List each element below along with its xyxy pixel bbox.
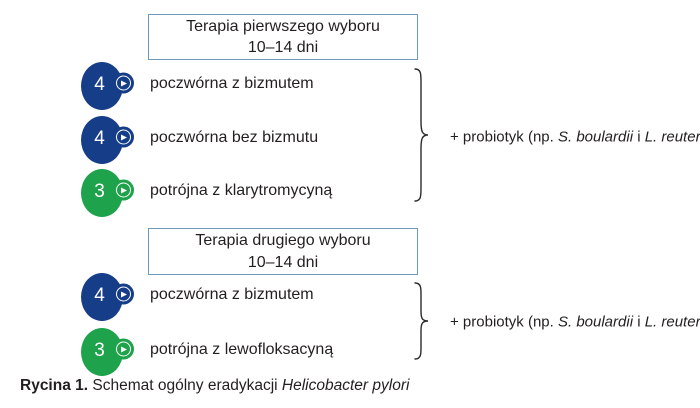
play-icon-ring <box>116 75 131 91</box>
play-icon-ring <box>116 129 131 145</box>
therapy-box-duration: 10–14 dni <box>247 253 319 271</box>
play-icon-triangle <box>121 187 128 193</box>
play-icon <box>113 126 134 148</box>
therapy-row-quadruple-no-bismuth: 4 poczwórna bez bizmutu <box>81 116 318 164</box>
therapy-row-triple-clarithromycin: 3 potrójna z klarytromycyną <box>81 169 332 217</box>
therapy-box-duration: 10–14 dni <box>247 39 319 56</box>
annotation-species-2: L. reuteri <box>644 313 700 331</box>
curly-brace-icon <box>413 68 429 202</box>
play-icon <box>113 179 134 201</box>
play-icon-ring <box>116 341 131 357</box>
caption-label: Rycina 1. <box>20 377 89 394</box>
step-count-badge: 4 <box>81 273 134 321</box>
caption-text: Schemat ogólny eradykacji <box>88 377 282 394</box>
therapy-row-label: poczwórna z bizmutem <box>150 286 314 303</box>
annotation-species-1: S. boulardii <box>557 128 634 146</box>
figure-caption: Rycina 1. Schemat ogólny eradykacji Heli… <box>20 377 409 395</box>
therapy-row-label: poczwórna bez bizmutu <box>150 129 319 146</box>
play-icon <box>113 338 134 360</box>
annotation-conjunction: i <box>633 313 645 331</box>
play-icon-triangle <box>121 80 128 86</box>
play-icon-ring <box>116 182 131 198</box>
probiotic-annotation: + probiotyk (np. S. boulardii i L. reute… <box>450 129 700 146</box>
therapy-row-label: potrójna z klarytromycyną <box>150 182 333 199</box>
badge-number: 3 <box>94 180 105 202</box>
step-count-badge: 3 <box>81 169 134 217</box>
therapy-row-triple-levofloxacin: 3 potrójna z lewofloksacyną <box>81 328 333 376</box>
annotation-species-2: L. reuteri <box>644 128 700 146</box>
therapy-box-second-choice: Terapia drugiego wyboru 10–14 dni <box>148 228 418 275</box>
curly-brace-icon <box>413 282 429 360</box>
play-icon-triangle <box>121 291 128 297</box>
therapy-box-title: Terapia drugiego wyboru <box>195 232 371 250</box>
annotation-prefix: + probiotyk (np. <box>450 128 558 146</box>
therapy-row-label: potrójna z lewofloksacyną <box>150 341 334 358</box>
caption-species: Helicobacter pylori <box>281 377 410 394</box>
play-icon-triangle <box>121 346 128 352</box>
play-icon-triangle <box>121 134 128 140</box>
therapy-row-quadruple-bismuth-2: 4 poczwórna z bizmutem <box>81 273 314 321</box>
step-count-badge: 3 <box>81 328 134 376</box>
badge-number: 3 <box>94 339 105 361</box>
play-icon <box>113 72 134 94</box>
play-icon <box>113 283 134 305</box>
play-icon-ring <box>116 286 131 302</box>
annotation-species-1: S. boulardii <box>557 313 634 331</box>
therapy-row-quadruple-bismuth: 4 poczwórna z bizmutem <box>81 62 314 110</box>
badge-number: 4 <box>94 73 105 95</box>
badge-number: 4 <box>94 284 105 306</box>
badge-number: 4 <box>94 127 105 149</box>
step-count-badge: 4 <box>81 62 134 110</box>
therapy-box-first-choice: Terapia pierwszego wyboru 10–14 dni <box>148 14 418 60</box>
probiotic-annotation: + probiotyk (np. S. boulardii i L. reute… <box>450 314 700 331</box>
annotation-prefix: + probiotyk (np. <box>450 313 558 331</box>
therapy-row-label: poczwórna z bizmutem <box>150 75 314 92</box>
therapy-box-title: Terapia pierwszego wyboru <box>186 17 380 35</box>
step-count-badge: 4 <box>81 116 134 164</box>
annotation-conjunction: i <box>633 128 645 146</box>
